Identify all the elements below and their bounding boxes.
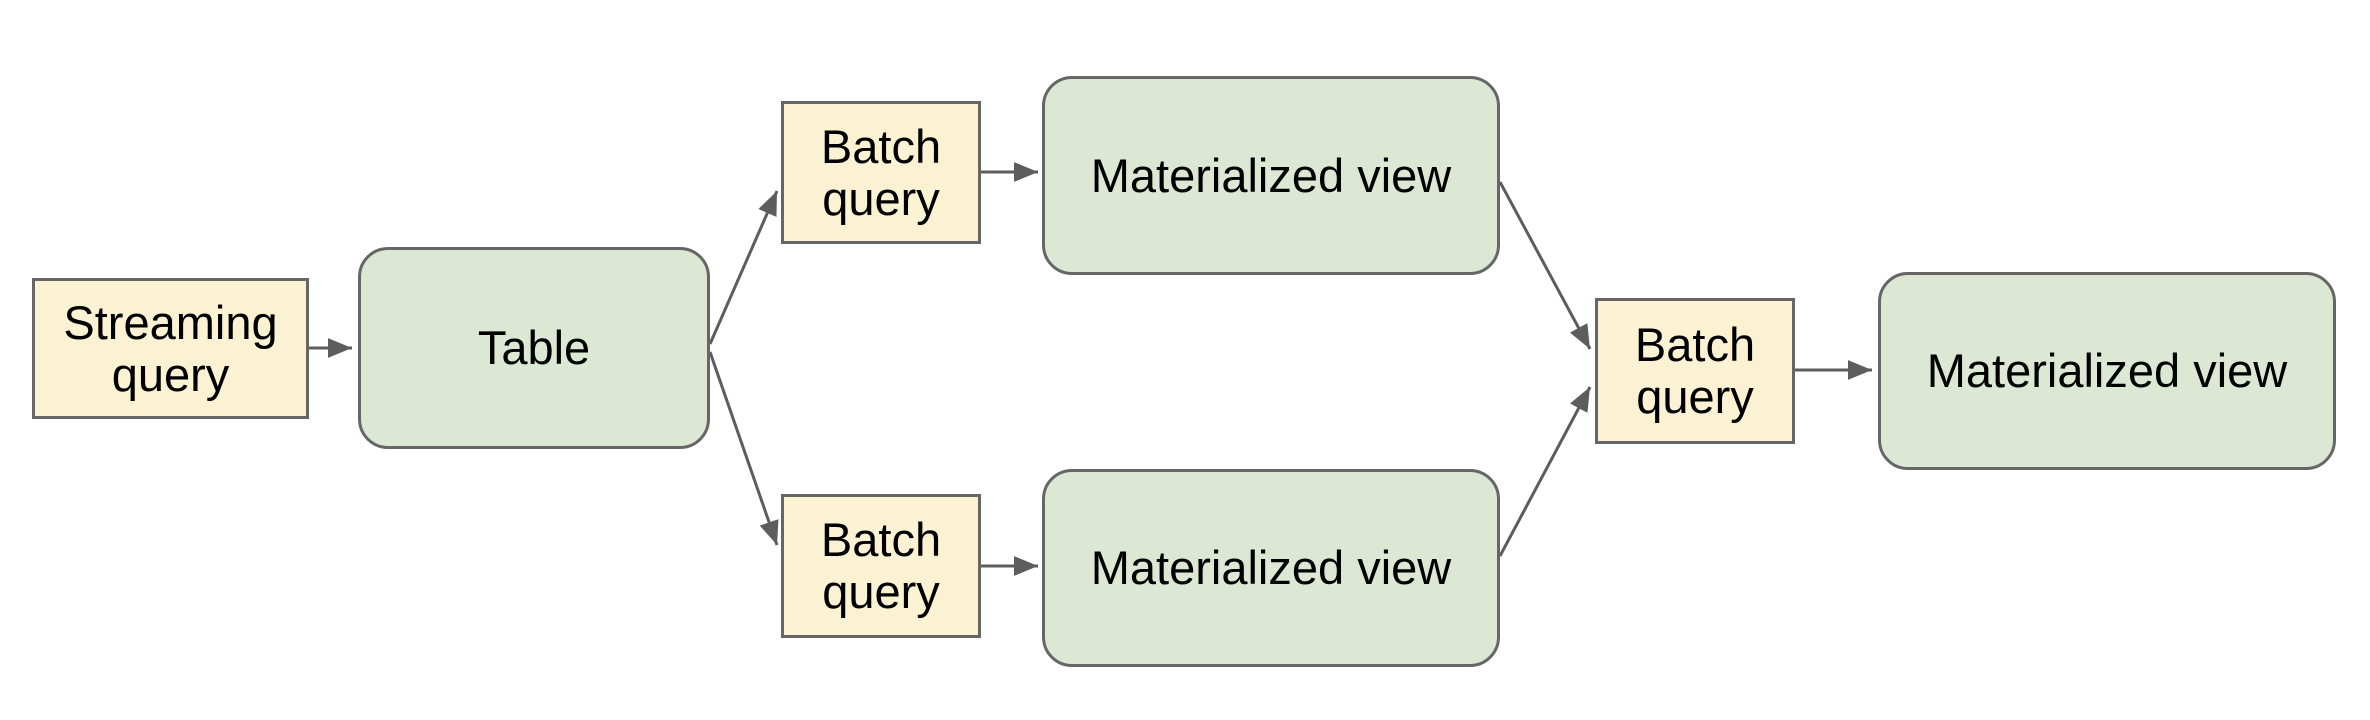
node-label: Materialized view <box>1090 541 1452 594</box>
edge-table-to-batch-query-top <box>708 190 779 345</box>
node-label: Batch query <box>820 119 942 225</box>
node-label: Table <box>477 321 591 374</box>
node-label: Materialized view <box>1926 344 2288 397</box>
edge-table-to-batch-query-bottom <box>708 351 779 546</box>
node-table: Table <box>358 247 710 449</box>
node-label: Materialized view <box>1090 148 1452 202</box>
node-materialized-view-right: Materialized view <box>1878 272 2336 470</box>
node-label: Streaming query <box>63 295 278 401</box>
node-batch-query-top: Batch query <box>781 101 981 244</box>
node-batch-query-bottom: Batch query <box>781 494 981 638</box>
node-materialized-view-bottom: Materialized view <box>1042 469 1500 667</box>
edge-materialized-view-top-to-batch-query-right <box>1498 181 1592 350</box>
node-batch-query-right: Batch query <box>1595 298 1795 444</box>
node-materialized-view-top: Materialized view <box>1042 76 1500 275</box>
node-label: Batch query <box>1634 318 1756 423</box>
node-streaming-query: Streaming query <box>32 278 309 419</box>
edge-materialized-view-bottom-to-batch-query-right <box>1498 386 1592 557</box>
node-label: Batch query <box>820 513 942 618</box>
